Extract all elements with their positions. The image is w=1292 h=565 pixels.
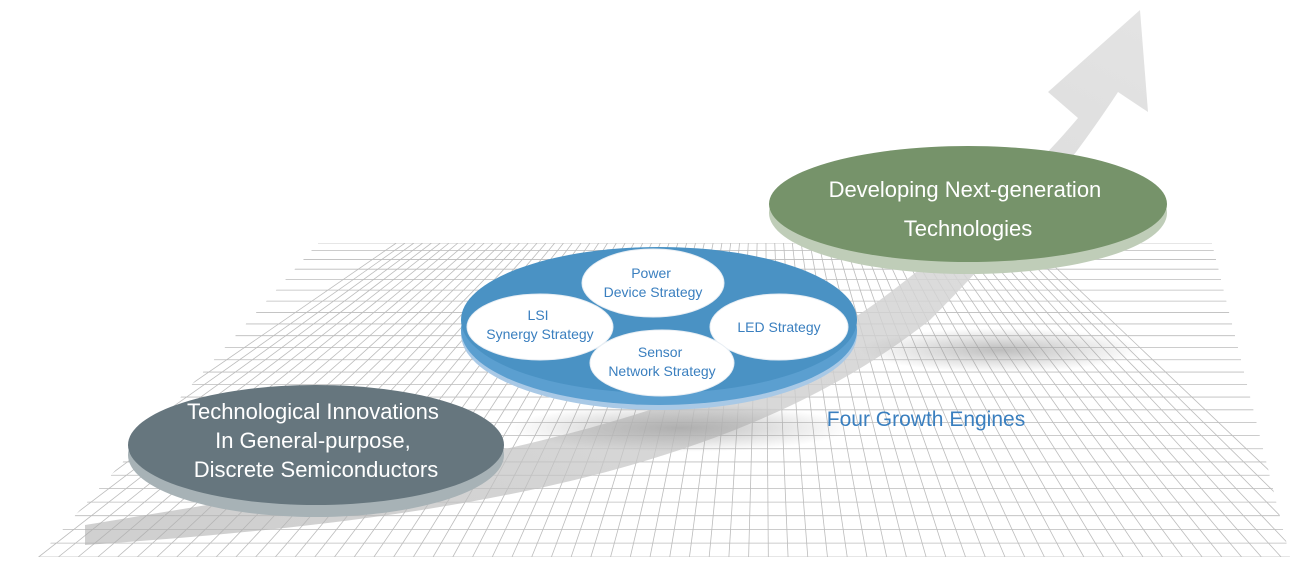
engine-power: Power Device Strategy: [581, 248, 725, 318]
base-disc-top: [128, 385, 504, 505]
engine-power-line-1: Power: [631, 265, 671, 281]
base-disc: Technological Innovations In General-pur…: [128, 385, 504, 517]
engine-sensor-label: Sensor Network Strategy: [608, 344, 715, 379]
engine-sensor-line-1: Sensor: [638, 344, 683, 360]
grid-line-receding: [862, 243, 986, 557]
grid-line-receding: [923, 243, 1124, 557]
grid-line-receding: [1003, 243, 1290, 557]
engine-sensor-line-2: Network Strategy: [608, 363, 715, 379]
grid-line-receding: [853, 243, 966, 557]
engine-power-label: Power Device Strategy: [604, 265, 703, 300]
base-line-3: Discrete Semiconductors: [194, 457, 439, 482]
engine-led: LED Strategy: [709, 293, 849, 361]
grid-line-receding: [968, 243, 1223, 557]
engine-led-bubble: [709, 293, 849, 361]
next-gen-disc: Developing Next-generation Technologies: [769, 146, 1167, 274]
grid-line-receding: [985, 243, 1262, 557]
growth-engines-disc: Power Device Strategy LSI Synergy Strate…: [461, 247, 857, 410]
next-gen-disc-label: Developing Next-generation Technologies: [829, 177, 1108, 241]
grid-line-receding: [950, 243, 1183, 557]
engine-lsi-line-1: LSI: [528, 307, 549, 323]
engine-disc-shadow: [510, 404, 850, 452]
grid-line-receding: [844, 243, 947, 557]
grid-line-receding: [1012, 243, 1290, 557]
engine-lsi-line-2: Synergy Strategy: [486, 326, 593, 342]
engine-sensor: Sensor Network Strategy: [589, 329, 735, 397]
engine-led-line-1: LED Strategy: [737, 319, 820, 335]
grid-line-receding: [994, 243, 1282, 557]
engine-lsi-bubble: [466, 293, 614, 361]
next-gen-line-2: Technologies: [904, 216, 1032, 241]
engine-lsi: LSI Synergy Strategy: [466, 293, 614, 361]
engine-led-label: LED Strategy: [737, 319, 820, 335]
grid-line-receding: [38, 243, 406, 557]
next-gen-disc-shadow: [860, 328, 1140, 372]
grid-line-receding: [835, 243, 927, 557]
engine-power-bubble: [581, 248, 725, 318]
grid-line-receding: [941, 243, 1164, 557]
engine-sensor-bubble: [589, 329, 735, 397]
grid-line-receding: [976, 243, 1242, 557]
four-growth-engines-label: Four Growth Engines: [827, 408, 1025, 431]
grid-line-receding: [932, 243, 1144, 557]
base-line-1: Technological Innovations: [187, 399, 439, 424]
next-gen-line-1: Developing Next-generation: [829, 177, 1102, 202]
base-disc-label: Technological Innovations In General-pur…: [187, 399, 445, 482]
next-gen-disc-top: [769, 146, 1167, 262]
grid-line-receding: [959, 243, 1203, 557]
base-line-2: In General-purpose,: [215, 428, 411, 453]
engine-lsi-label: LSI Synergy Strategy: [486, 307, 593, 342]
engine-power-line-2: Device Strategy: [604, 284, 703, 300]
grid-line-receding: [1029, 243, 1290, 557]
